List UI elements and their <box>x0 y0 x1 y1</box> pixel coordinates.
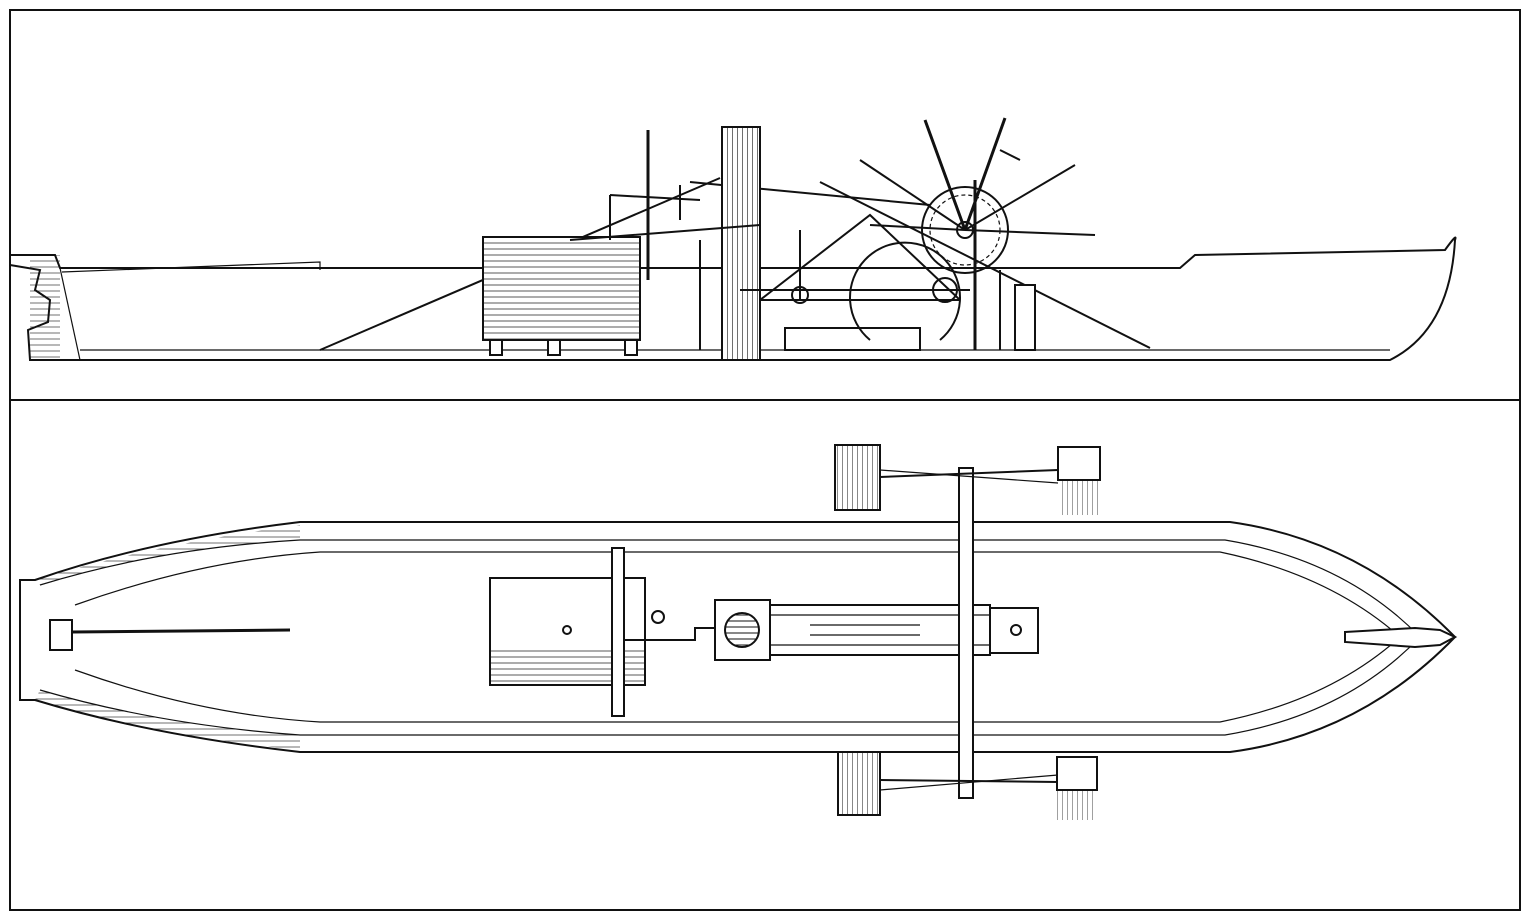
paddle-wheel <box>859 117 1096 350</box>
plan-view <box>19 444 1458 820</box>
frame-border <box>9 9 1521 911</box>
tiller <box>71 628 291 634</box>
side-elevation-view <box>9 117 1457 361</box>
crossbeam <box>611 547 625 717</box>
rudder-post <box>49 619 73 651</box>
engine-works <box>769 604 991 656</box>
paddle-board <box>1057 446 1101 481</box>
condenser <box>784 327 921 351</box>
paddle-board <box>1056 756 1098 791</box>
paddle-shaft <box>958 467 974 799</box>
bow-stem <box>1344 626 1458 649</box>
flywheel <box>849 241 961 341</box>
